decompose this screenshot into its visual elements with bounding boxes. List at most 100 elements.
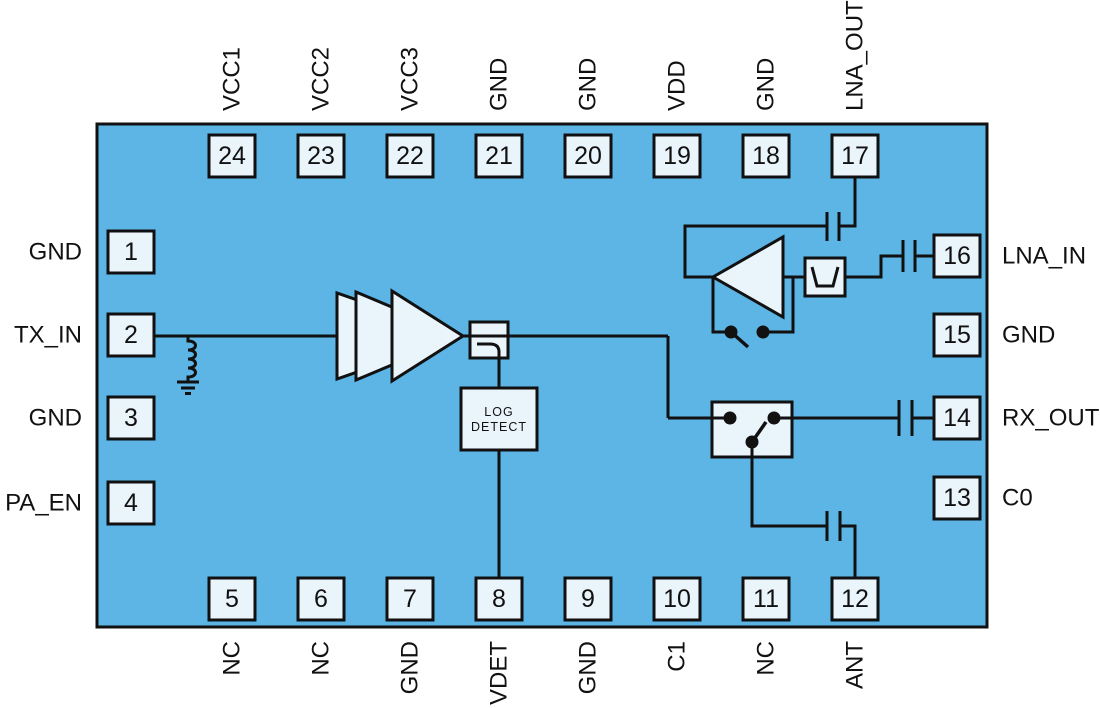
pin-23: 23 — [296, 133, 346, 179]
pin-box — [741, 133, 791, 179]
pin-22: 22 — [385, 133, 435, 179]
pin-box — [932, 312, 982, 358]
pin-label: GND — [486, 58, 513, 111]
pin-box — [563, 133, 613, 179]
pin-box — [932, 395, 982, 441]
pin-17: 17 — [830, 133, 880, 179]
pin-box — [652, 133, 702, 179]
pin-label: LNA_IN — [1002, 243, 1086, 270]
bypass-right-trace — [763, 277, 795, 334]
log-detect-label-line2: DETECT — [471, 420, 527, 434]
pin-label: LNA_OUT — [842, 0, 869, 111]
pin-number: 14 — [943, 404, 971, 432]
pin-number: 2 — [124, 321, 138, 349]
pin-number: 11 — [753, 585, 779, 613]
pin-label: VDD — [664, 60, 691, 111]
ground-icon — [177, 380, 199, 395]
pin-9: 9 — [563, 576, 613, 622]
pin-label: GND — [1002, 322, 1055, 349]
pin-number: 8 — [492, 585, 506, 613]
pin-box — [207, 576, 257, 622]
pin-box — [932, 233, 982, 279]
pin-box — [830, 576, 880, 622]
pin-label: PA_EN — [5, 490, 82, 517]
pin-number: 24 — [218, 142, 246, 170]
pin-14: 14 — [932, 395, 982, 441]
pin-box — [563, 576, 613, 622]
pin-box — [106, 480, 156, 526]
pin-24: 24 — [207, 133, 257, 179]
pin-number: 1 — [124, 238, 138, 266]
pin-number: 17 — [841, 142, 869, 170]
log-detect-box — [459, 386, 539, 452]
input-shunt-inductor-icon — [177, 336, 199, 395]
pin-12: 12 — [830, 576, 880, 622]
pin-4: 4 — [106, 480, 156, 526]
filter-box — [803, 256, 847, 298]
pin-number: 23 — [307, 142, 335, 170]
pin-label: GND — [29, 239, 82, 266]
ant-trace — [750, 442, 827, 528]
amp-stage-3-triangle — [390, 288, 466, 384]
pin-label: RX_OUT — [1002, 405, 1100, 432]
pin-label: NC — [308, 641, 335, 676]
pin-8: 8 — [474, 576, 524, 622]
pin-2: 2 — [106, 312, 156, 358]
pin-box — [385, 133, 435, 179]
chip-body — [95, 122, 989, 629]
pin-number: 20 — [574, 142, 602, 170]
pin-20: 20 — [563, 133, 613, 179]
pin-number: 9 — [581, 585, 595, 613]
pin-label: ANT — [842, 641, 869, 689]
switch-left-throw-dot — [723, 411, 737, 425]
lna-in-trace — [845, 254, 903, 279]
pin-label: NC — [753, 641, 780, 676]
directional-coupler — [461, 320, 668, 360]
lna-out-pin-trace — [839, 178, 857, 228]
coupler-box — [468, 320, 510, 360]
pin-number: 12 — [841, 585, 869, 613]
pin-number: 5 — [225, 585, 239, 613]
pin-number: 6 — [314, 585, 328, 613]
pin-label: GND — [575, 641, 602, 694]
pin-3: 3 — [106, 395, 156, 441]
bypass-left-dot — [724, 325, 738, 339]
filter-glyph — [810, 266, 840, 288]
pin-10: 10 — [652, 576, 702, 622]
pin-label: GND — [29, 405, 82, 432]
lna-bypass-switch — [711, 277, 795, 349]
pin-5: 5 — [207, 576, 257, 622]
pin-box — [296, 133, 346, 179]
pin-number: 22 — [396, 142, 424, 170]
log-detect-block: LOG DETECT — [459, 386, 539, 452]
pin-box — [474, 576, 524, 622]
pin-box — [106, 395, 156, 441]
pin-label: C1 — [664, 641, 691, 672]
pin-box — [207, 133, 257, 179]
pin-6: 6 — [296, 576, 346, 622]
pin-number: 15 — [943, 321, 971, 349]
pin-box — [741, 576, 791, 622]
pin-box — [830, 133, 880, 179]
pin-number: 13 — [943, 484, 971, 512]
inductor-coil — [186, 336, 197, 381]
pin-number: 16 — [943, 242, 971, 270]
lna-out-trace — [683, 224, 827, 279]
pin-13: 13 — [932, 475, 982, 521]
pin-1: 1 — [106, 229, 156, 275]
pin-15: 15 — [932, 312, 982, 358]
pin-label: VCC2 — [308, 47, 335, 111]
pin-11: 11 — [741, 576, 791, 622]
bandpass-filter-icon — [803, 256, 847, 298]
pin-box — [474, 133, 524, 179]
pa-amplifier-chain — [335, 288, 466, 384]
pin-box — [106, 229, 156, 275]
pin-number: 18 — [752, 142, 780, 170]
pin-16: 16 — [932, 233, 982, 279]
pin-label: NC — [219, 641, 246, 676]
pin-18: 18 — [741, 133, 791, 179]
pin-label: GND — [397, 641, 424, 694]
pin-box — [932, 475, 982, 521]
